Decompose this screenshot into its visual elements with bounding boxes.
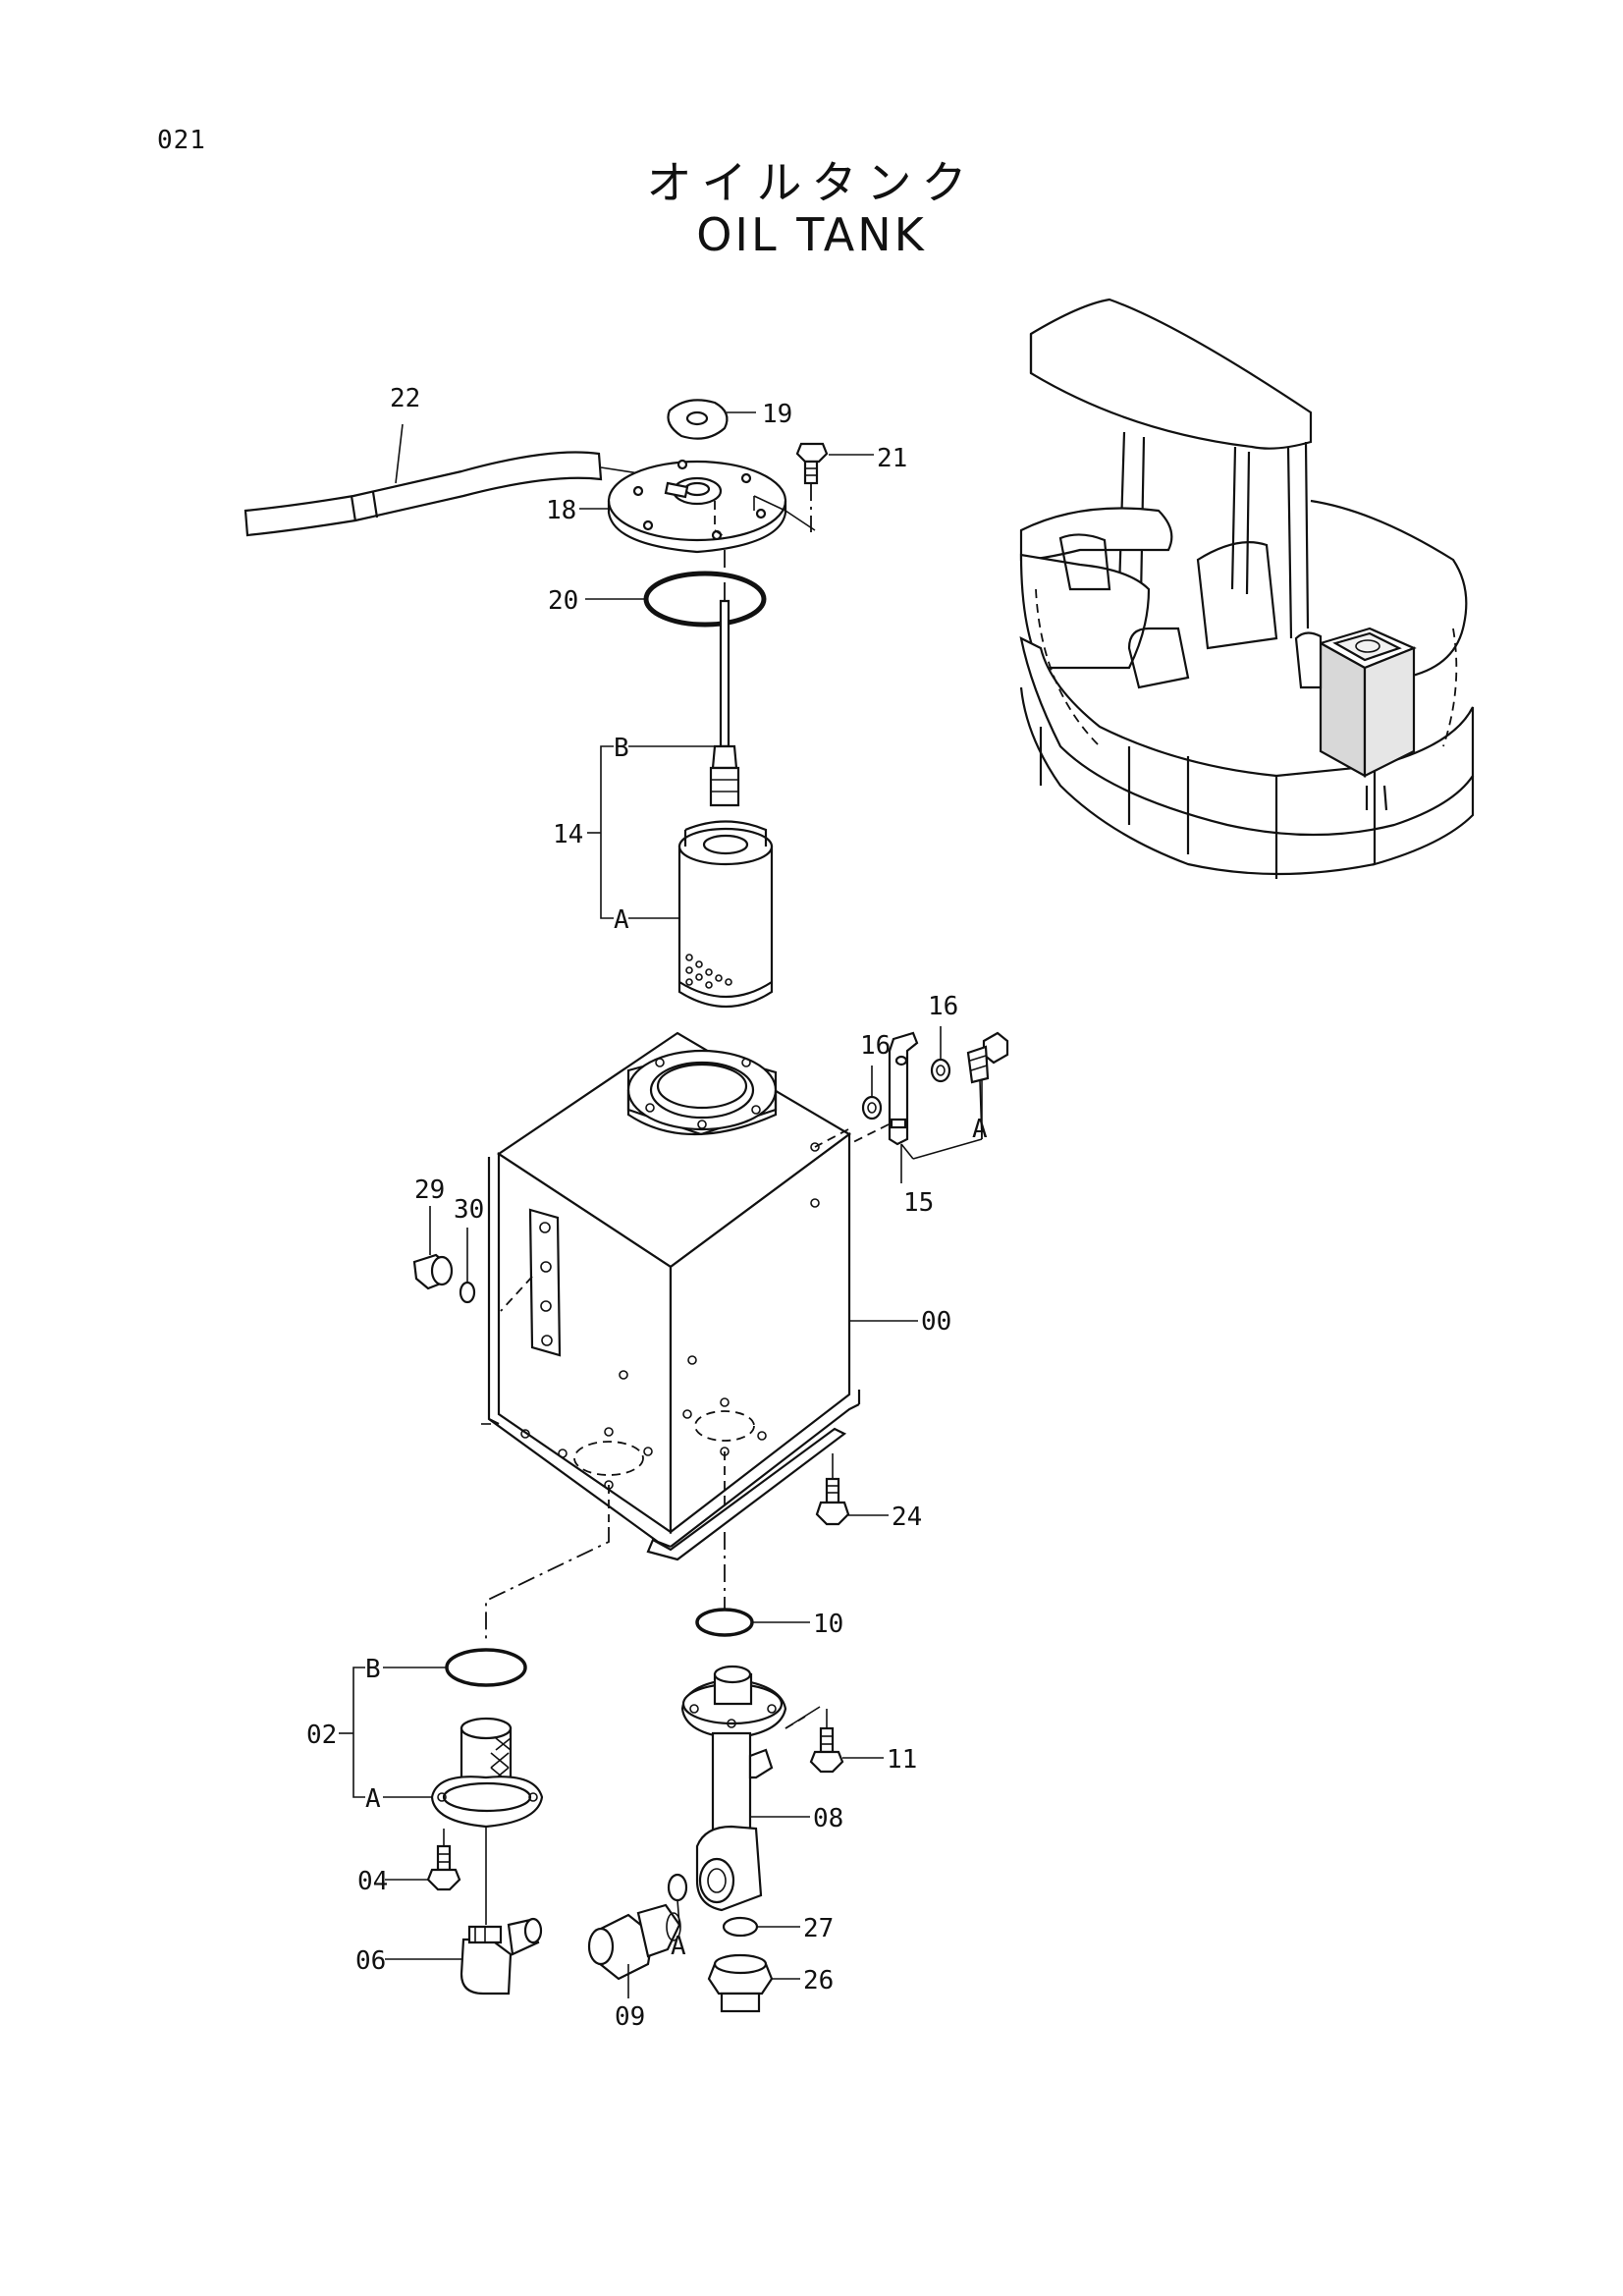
bolt-part-15-a [966, 1031, 1009, 1084]
o-ring-part-10 [695, 1532, 810, 1637]
adapter-part-09 [587, 1903, 681, 1998]
return-pipe-part-08 [680, 1665, 821, 1912]
bolt-part-11 [809, 1709, 884, 1774]
washer-part-16-left [861, 1066, 883, 1121]
label-04: 04 [357, 1867, 388, 1896]
label-14: 14 [553, 820, 583, 849]
bolt-part-24 [815, 1453, 889, 1526]
label-20: 20 [548, 586, 578, 616]
bolt-part-04 [385, 1829, 461, 1891]
label-02: 02 [306, 1721, 337, 1750]
cover-plate-part-18 [579, 459, 816, 554]
label-26: 26 [803, 1966, 834, 1995]
label-21: 21 [877, 444, 907, 473]
hose-part-22 [243, 423, 678, 537]
title-japanese: オイルタンク [646, 156, 977, 209]
title-english: OIL TANK [696, 208, 927, 261]
label-18: 18 [546, 496, 576, 525]
label-30: 30 [454, 1195, 484, 1225]
o-ring-part-20 [585, 571, 767, 628]
label-14-b: B [614, 734, 629, 763]
cap-part-19 [667, 399, 756, 440]
suction-strainer-part-02 [339, 1527, 610, 1925]
o-ring-part-09-a [667, 1873, 688, 1926]
label-22: 22 [390, 384, 420, 413]
label-16-left: 16 [860, 1031, 891, 1061]
label-10: 10 [813, 1610, 843, 1639]
label-19: 19 [762, 400, 792, 429]
bolt-part-21 [795, 442, 874, 532]
label-00: 00 [921, 1307, 951, 1337]
label-11: 11 [887, 1745, 917, 1775]
label-06: 06 [355, 1946, 386, 1976]
plug-part-26 [707, 1953, 800, 2013]
label-15-a: A [972, 1115, 988, 1144]
label-08: 08 [813, 1804, 843, 1833]
oil-tank-part-00 [481, 1031, 918, 1561]
elbow-part-06 [385, 1917, 543, 1995]
label-16-right: 16 [928, 992, 958, 1021]
label-27: 27 [803, 1914, 834, 1943]
page-number: 021 [157, 126, 206, 155]
label-29: 29 [414, 1175, 445, 1205]
label-02-a: A [365, 1784, 381, 1814]
o-ring-part-30 [459, 1228, 476, 1304]
label-15: 15 [903, 1188, 934, 1218]
strainer-perforations [685, 954, 732, 989]
plug-part-29 [412, 1208, 454, 1290]
label-02-b: B [365, 1655, 381, 1684]
strainer-part-14 [587, 599, 774, 1008]
machine-location-inset [1019, 298, 1475, 879]
label-09: 09 [615, 2002, 645, 2032]
bracket-part-15 [848, 1031, 983, 1183]
label-24: 24 [892, 1503, 922, 1532]
washer-part-16-right [930, 1026, 951, 1083]
label-09-a: A [671, 1932, 686, 1961]
o-ring-part-27 [722, 1916, 800, 1938]
label-14-a: A [614, 905, 629, 935]
